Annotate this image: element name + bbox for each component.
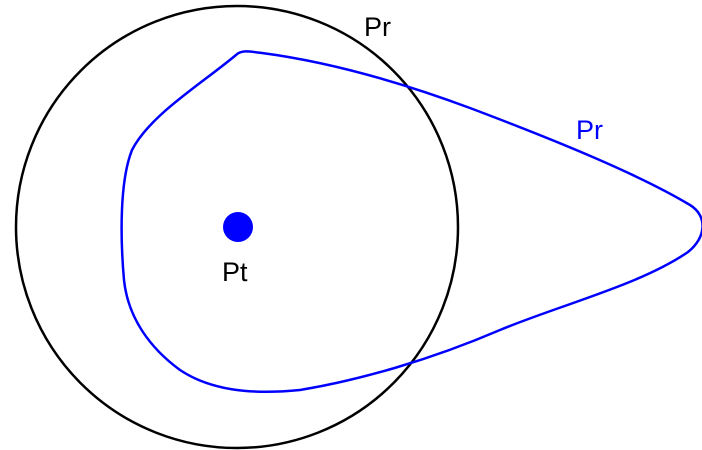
point-label: Pt bbox=[222, 257, 248, 287]
received-power-contour bbox=[120, 50, 702, 394]
contour-label: Pr bbox=[576, 115, 603, 145]
transmitter-point bbox=[223, 212, 253, 242]
circle-label: Pr bbox=[364, 12, 391, 42]
reference-circle bbox=[14, 4, 460, 450]
